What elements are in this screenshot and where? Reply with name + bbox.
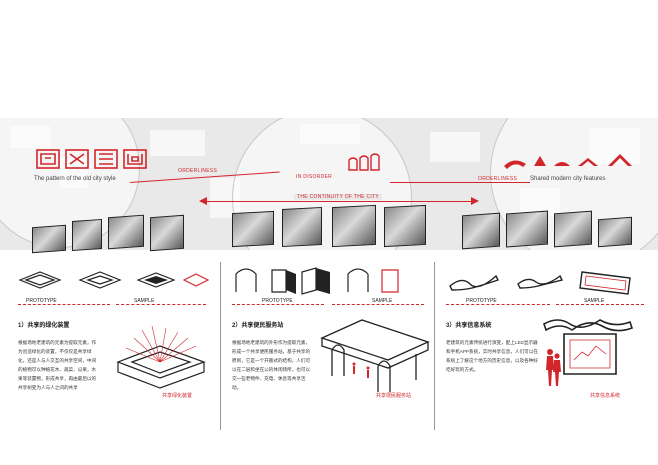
photo-new-3 <box>554 210 592 248</box>
section-caption: 共享绿化装置 <box>162 393 193 399</box>
prototype-dash <box>446 304 550 305</box>
info-system-prototype-diagram <box>449 271 631 295</box>
section-caption: 共享信息系统 <box>590 393 621 399</box>
right-caption: Shared modern city features <box>530 176 606 182</box>
prototype-label: PROTOTYPE <box>466 298 497 304</box>
photo-old-3 <box>108 214 144 250</box>
service-station-prototype-diagram <box>235 267 399 295</box>
continuity-arrow-line <box>205 201 473 202</box>
orderliness-right-label: ORDERLINESS <box>478 176 518 182</box>
prototype-dash <box>232 304 324 305</box>
transition-pattern-icon <box>348 153 380 171</box>
section-description: 根据场地老建筑的元素为提取元素，作为创造绿化的装置，不仅仅是共享绿化，还是人与人… <box>18 340 97 390</box>
sample-dash <box>332 304 424 305</box>
connector-line <box>390 182 530 183</box>
sample-label: SAMPLE <box>372 298 393 304</box>
greening-device-illustration <box>116 325 206 389</box>
section-caption: 共享便民服务站 <box>376 393 412 399</box>
map-block <box>150 130 205 156</box>
in-disorder-label: IN DISORDER <box>296 174 333 180</box>
photo-mid-2 <box>282 206 322 248</box>
left-caption: The pattern of the old city style <box>34 176 116 182</box>
sample-dash <box>556 304 644 305</box>
photo-mid-4 <box>384 204 426 248</box>
section-heading: 1）共享的绿化装置 <box>18 323 70 329</box>
photo-new-2 <box>506 210 548 248</box>
prototype-label: PROTOTYPE <box>26 298 57 304</box>
photo-old-4 <box>150 214 184 252</box>
map-block <box>430 132 480 162</box>
section-heading: 3）共享信息系统 <box>446 323 492 329</box>
orderliness-left-label: ORDERLINESS <box>178 168 218 174</box>
section-divider <box>434 262 435 430</box>
photo-new-1 <box>462 212 500 250</box>
photo-new-4 <box>598 216 632 248</box>
prototype-dash <box>18 304 110 305</box>
photo-mid-3 <box>332 204 376 248</box>
old-city-pattern-icon <box>36 149 147 169</box>
info-system-illustration <box>543 319 634 386</box>
section-divider <box>220 262 221 430</box>
prototype-label: PROTOTYPE <box>262 298 293 304</box>
sample-dash <box>116 304 206 305</box>
sample-label: SAMPLE <box>134 298 155 304</box>
modern-roofline-icon <box>504 154 632 169</box>
photo-old-2 <box>72 218 102 252</box>
arrow-left-icon <box>199 197 207 205</box>
photo-old-1 <box>32 224 66 254</box>
continuity-label: THE CONTINUITY OF THE CITY <box>294 194 383 200</box>
sample-label: SAMPLE <box>584 298 605 304</box>
section-description: 根据场地老建筑的外形作为提取元素，形成一个共享便民服务站，基于共享的原则，它是一… <box>232 340 311 390</box>
service-station-illustration <box>320 319 430 392</box>
section-heading: 2）共享便民服务站 <box>232 323 284 329</box>
greening-prototype-diagram <box>18 271 210 289</box>
photo-mid-1 <box>232 210 274 248</box>
arrow-right-icon <box>471 197 479 205</box>
section-description: 老建筑的元素传统进行演变，配上LED显示器和手机APP系统，实时共享信息，人们可… <box>446 340 538 372</box>
